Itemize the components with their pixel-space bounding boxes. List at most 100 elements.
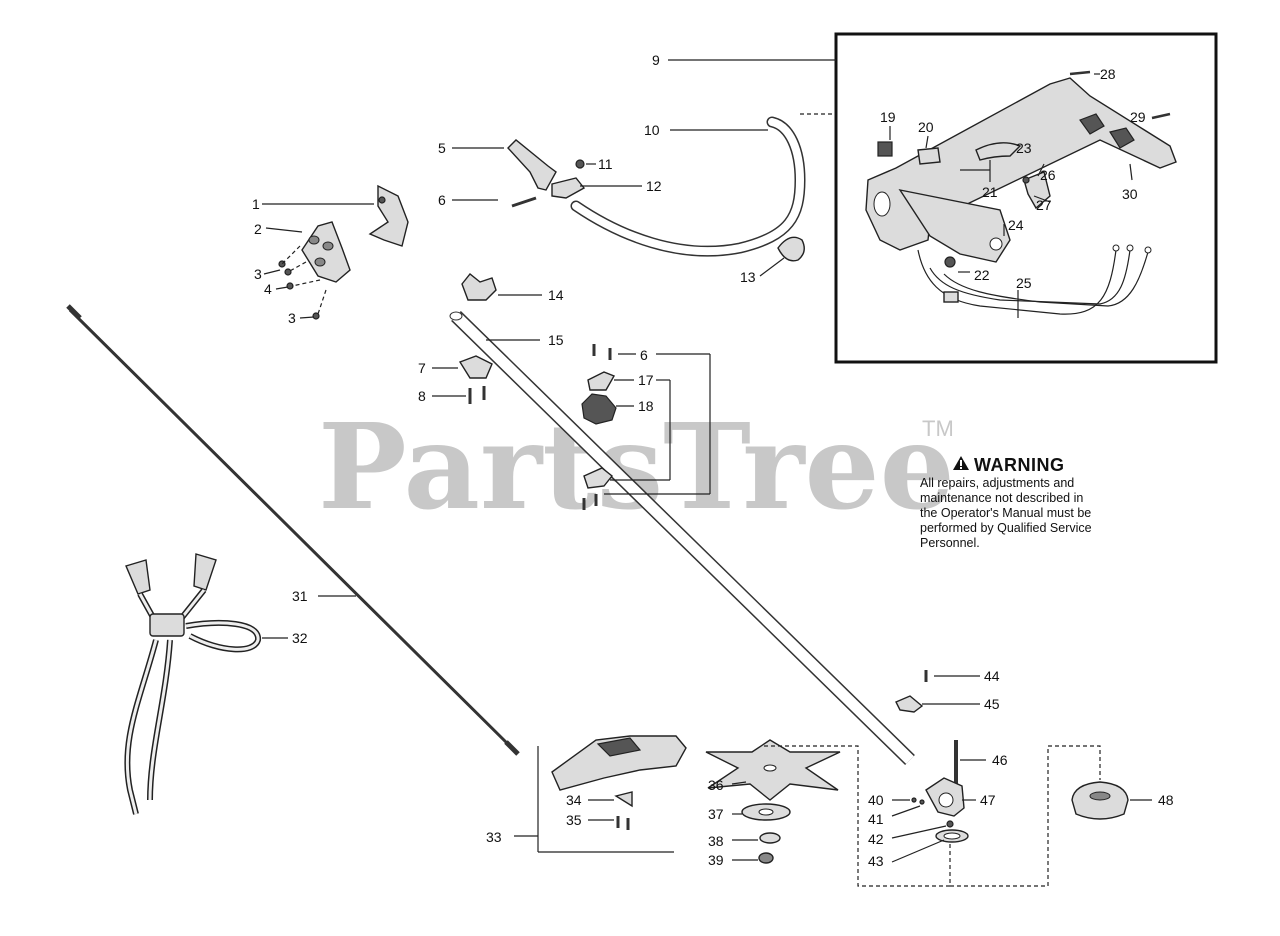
- warning-line: All repairs, adjustments and: [920, 476, 1075, 490]
- part-screws-3-4: [278, 260, 320, 320]
- callout-43: 43: [868, 853, 884, 869]
- part-collar-42: [946, 820, 954, 828]
- part-guard-33: [551, 735, 687, 791]
- callout-4: 4: [264, 281, 272, 297]
- part-clamp-12: [551, 177, 586, 199]
- part-screw-41: [919, 799, 925, 805]
- part-clip-13: [777, 236, 805, 262]
- part-clamp-7: [458, 355, 493, 379]
- callout-13: 13: [740, 269, 756, 285]
- callout-8: 8: [418, 388, 426, 404]
- callout-6a: 6: [438, 192, 446, 208]
- callout-26: 26: [1040, 167, 1056, 183]
- leader-dash-head: [1047, 745, 1101, 886]
- callout-12: 12: [646, 178, 662, 194]
- warning-line: Personnel.: [920, 536, 980, 550]
- part-screws-6b: [592, 344, 612, 360]
- part-seal-43: [935, 829, 969, 843]
- callout-40: 40: [868, 792, 884, 808]
- watermark: PartsTree: [318, 397, 955, 536]
- callout-32: 32: [292, 630, 308, 646]
- part-blade-36: [705, 739, 841, 801]
- part-screws-8: [468, 386, 486, 404]
- callout-45: 45: [984, 696, 1000, 712]
- callout-7: 7: [418, 360, 426, 376]
- part-clip-34: [614, 791, 633, 808]
- callout-25: 25: [1016, 275, 1032, 291]
- part-screws-35: [616, 816, 630, 830]
- callout-41: 41: [868, 811, 884, 827]
- callout-5: 5: [438, 140, 446, 156]
- callout-28: 28: [1100, 66, 1116, 82]
- warning-body: All repairs, adjustments and maintenance…: [920, 476, 1150, 551]
- warning-line: performed by Qualified Service: [920, 521, 1092, 535]
- part-button-20: [917, 147, 941, 165]
- callout-3a: 3: [254, 266, 262, 282]
- part-bracket-14: [461, 273, 497, 301]
- warning-triangle-icon: [952, 455, 970, 476]
- part-throttle-housing: [865, 77, 1177, 263]
- part-main-tube-15: [449, 310, 915, 766]
- callout-18: 18: [638, 398, 654, 414]
- callout-24: 24: [1008, 217, 1024, 233]
- callout-30: 30: [1122, 186, 1138, 202]
- part-clamp-lower: [582, 467, 613, 510]
- inset-box: [834, 32, 1218, 364]
- part-housing-18: [581, 393, 617, 425]
- part-trimmer-head-48: [1071, 781, 1129, 820]
- part-nut-39: [758, 852, 774, 864]
- callout-27: 27: [1036, 197, 1052, 213]
- callout-48: 48: [1158, 792, 1174, 808]
- part-clamp-17: [587, 371, 616, 391]
- callout-17: 17: [638, 372, 654, 388]
- callout-33: 33: [486, 829, 502, 845]
- callout-37: 37: [708, 806, 724, 822]
- callout-2: 2: [254, 221, 262, 237]
- part-screw-29: [1151, 112, 1171, 120]
- callout-3b: 3: [288, 310, 296, 326]
- part-cover-2: [301, 221, 351, 283]
- leader-dashes-guard: [281, 245, 327, 315]
- part-wire-harness-25: [917, 244, 1152, 315]
- callout-46: 46: [992, 752, 1008, 768]
- callout-38: 38: [708, 833, 724, 849]
- part-nut-22: [944, 256, 956, 268]
- warning-title: WARNING: [974, 455, 1065, 475]
- warning-box: WARNING All repairs, adjustments and mai…: [920, 455, 1150, 551]
- callout-44: 44: [984, 668, 1000, 684]
- part-guard-1: [368, 184, 409, 247]
- callout-21: 21: [982, 184, 998, 200]
- warning-title-row: WARNING: [920, 455, 1150, 476]
- part-screw-28: [1069, 70, 1091, 76]
- part-gear-head-47: [925, 777, 965, 817]
- warning-line: maintenance not described in: [920, 491, 1084, 505]
- callout-11: 11: [598, 156, 613, 172]
- callout-6b: 6: [640, 347, 648, 363]
- callout-9: 9: [652, 52, 660, 68]
- callout-14: 14: [548, 287, 564, 303]
- callout-34: 34: [566, 792, 582, 808]
- part-screw-6a: [511, 196, 537, 208]
- part-grip-5: [507, 139, 557, 191]
- watermark-trademark: TM: [922, 416, 954, 441]
- warning-line: the Operator's Manual must be: [920, 506, 1092, 520]
- callout-10: 10: [644, 122, 660, 138]
- part-clamp-45: [895, 695, 924, 713]
- callout-42: 42: [868, 831, 884, 847]
- part-drive-shaft-31: [66, 304, 520, 756]
- part-washer-37: [741, 803, 791, 821]
- callout-39: 39: [708, 852, 724, 868]
- part-screw-40: [911, 797, 917, 803]
- callout-47: 47: [980, 792, 996, 808]
- callout-23: 23: [1016, 140, 1032, 156]
- part-harness-32: [124, 553, 261, 815]
- leader-dash-blade: [764, 745, 951, 887]
- callout-22: 22: [974, 267, 990, 283]
- callout-15: 15: [548, 332, 564, 348]
- callout-29: 29: [1130, 109, 1146, 125]
- part-switch-19: [877, 141, 893, 157]
- callout-19: 19: [880, 109, 896, 125]
- callout-35: 35: [566, 812, 582, 828]
- callout-36: 36: [708, 777, 724, 793]
